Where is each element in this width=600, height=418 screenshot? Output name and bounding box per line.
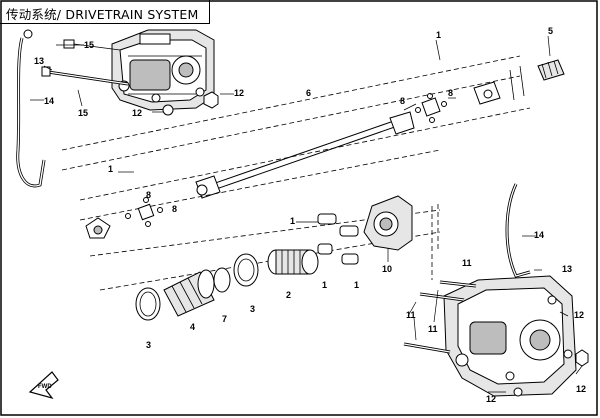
rear-differential [443, 275, 577, 397]
output-flange [363, 195, 413, 251]
callout-14: 14 [534, 230, 544, 240]
title-box: 传动系统/ DRIVETRAIN SYSTEM [0, 0, 210, 24]
callout-12: 12 [234, 88, 244, 98]
callout-1: 1 [290, 216, 295, 226]
callout-3: 3 [250, 304, 255, 314]
callout-7: 7 [222, 314, 227, 324]
callout-13: 13 [562, 264, 572, 274]
mounting-bolts [403, 280, 477, 354]
front-driveshaft [195, 111, 415, 199]
callout-1: 1 [436, 30, 441, 40]
front-differential [111, 29, 215, 111]
callout-1: 1 [354, 280, 359, 290]
boot [537, 59, 565, 81]
callout-12: 12 [576, 384, 586, 394]
svg-text:FWD: FWD [38, 384, 52, 390]
callout-8: 8 [172, 204, 177, 214]
long-bolt [41, 39, 129, 86]
universal-joint-upper [415, 93, 447, 123]
callout-2: 2 [286, 290, 291, 300]
callout-13: 13 [34, 56, 44, 66]
callout-12: 12 [486, 394, 496, 404]
callout-4: 4 [190, 322, 195, 332]
callout-12: 12 [574, 310, 584, 320]
callout-12: 12 [132, 108, 142, 118]
callout-11: 11 [406, 310, 416, 320]
callout-5: 5 [548, 26, 553, 36]
callout-11: 11 [462, 258, 472, 268]
universal-joint-lower [85, 197, 163, 239]
callout-1: 1 [108, 164, 113, 174]
callout-8: 8 [146, 190, 151, 200]
callout-10: 10 [382, 264, 392, 274]
diagram-title: 传动系统/ DRIVETRAIN SYSTEM [6, 7, 199, 22]
callout-1: 1 [322, 280, 327, 290]
callout-8: 8 [400, 96, 405, 106]
callout-8: 8 [448, 88, 453, 98]
callout-3: 3 [146, 340, 151, 350]
spline-coupler [267, 249, 319, 275]
callout-6: 6 [306, 88, 311, 98]
cv-boot [163, 269, 215, 317]
callout-14: 14 [44, 96, 54, 106]
callout-11: 11 [428, 324, 438, 334]
callout-15: 15 [84, 40, 94, 50]
front-direction-arrow-icon: FWD [28, 371, 59, 400]
callout-15: 15 [78, 108, 88, 118]
